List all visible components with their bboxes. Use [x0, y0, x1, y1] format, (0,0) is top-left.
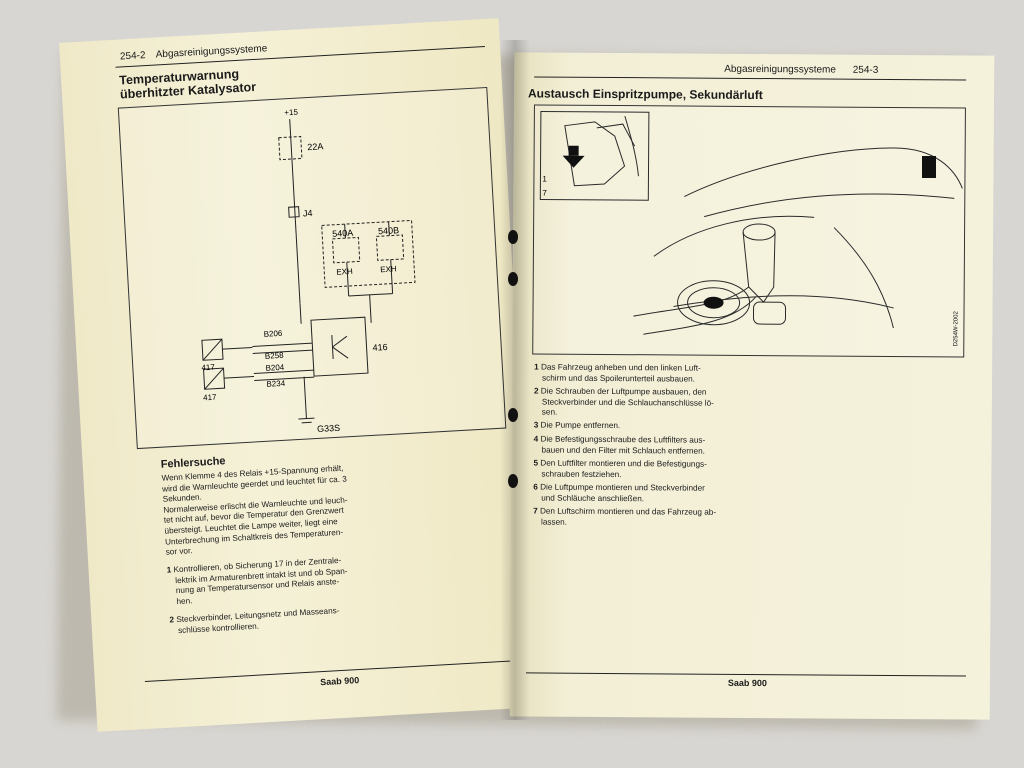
step-5: 5 Den Luftfilter montieren und die Befes…: [533, 458, 707, 479]
label-b204: B204: [265, 363, 285, 373]
binding-hole: [508, 272, 518, 286]
right-header-rule: [534, 76, 967, 81]
label-417b: 417: [203, 393, 217, 403]
fehlersuche-step-2: 2 Steckverbinder, Leitungsnetz und Masse…: [169, 606, 340, 635]
left-header-section: Abgasreinigungssysteme: [155, 43, 268, 61]
label-plus15: +15: [284, 108, 299, 118]
right-page-header: Abgasreinigungssysteme 254-3: [724, 64, 878, 76]
right-page: Abgasreinigungssysteme 254-3 Austausch E…: [509, 52, 995, 720]
left-page-number: 254-2: [119, 50, 146, 63]
procedure-steps: 1 Das Fahrzeug anheben und den linken Lu…: [514, 52, 994, 526]
right-page-title: Austausch Einspritzpumpe, Sekundärluft: [527, 86, 763, 103]
label-j4: J4: [303, 208, 313, 219]
thumb-index-tab: [922, 156, 936, 178]
step-2: 2 Die Schrauben der Luftpumpe ausbauen, …: [533, 386, 714, 417]
figure-callout-7: 7: [542, 189, 547, 198]
label-417a: 417: [201, 363, 215, 373]
label-b258: B258: [265, 351, 285, 361]
label-exh-b: EXH: [380, 264, 397, 274]
figure-callout-1: 1: [542, 175, 547, 184]
step-3: 3 Die Pumpe entfernen.: [533, 420, 621, 431]
pump-figure: 1 7 D254W-2002: [532, 104, 966, 358]
pump-figure-svg: 1 7 D254W-2002: [539, 111, 963, 346]
binding-hole: [508, 474, 518, 488]
binding-hole: [508, 230, 518, 244]
label-540b: 540B: [378, 225, 400, 236]
step-1: 1 Das Fahrzeug anheben und den linken Lu…: [534, 362, 701, 384]
right-footer-rule: [525, 672, 966, 677]
label-22a: 22A: [307, 141, 324, 152]
fehlersuche-intro: Wenn Klemme 4 des Relais +15-Spannung er…: [161, 463, 348, 557]
label-540a: 540A: [332, 228, 354, 239]
binding-hole: [508, 408, 518, 422]
figure-code: D254W-2002: [953, 310, 959, 346]
wiring-diagram-svg: +15 22A J4 540A 540B EXH EXH B206 B258 B…: [201, 108, 416, 434]
right-header-section: Abgasreinigungssysteme: [724, 63, 836, 76]
left-page-title: Temperaturwarnung überhitzter Katalysato…: [118, 66, 257, 102]
fehlersuche-step-1: 1 Kontrollieren, ob Sicherung 17 in der …: [166, 555, 348, 606]
wiring-diagram: +15 22A J4 540A 540B EXH EXH B206 B258 B…: [117, 86, 507, 450]
label-b206: B206: [263, 329, 283, 339]
step-6: 6 Die Luftpumpe montieren und Steckverbi…: [533, 482, 705, 503]
label-exh-a: EXH: [336, 267, 353, 277]
step-7: 7 Den Luftschirm montieren und das Fahrz…: [533, 506, 717, 527]
right-page-number: 254-3: [852, 64, 879, 76]
step-4: 4 Die Befestigungsschraube des Luftfilte…: [533, 434, 706, 456]
left-page: 254-2 Abgasreinigungssysteme Temperaturw…: [59, 18, 537, 732]
left-footer: Saab 900: [319, 675, 360, 688]
label-g33s: G33S: [317, 423, 341, 434]
fehlersuche-title: Fehlersuche: [160, 455, 226, 471]
label-b234: B234: [266, 379, 286, 389]
book-gutter: [500, 40, 530, 720]
right-footer: Saab 900: [727, 677, 767, 689]
label-416: 416: [372, 342, 388, 353]
